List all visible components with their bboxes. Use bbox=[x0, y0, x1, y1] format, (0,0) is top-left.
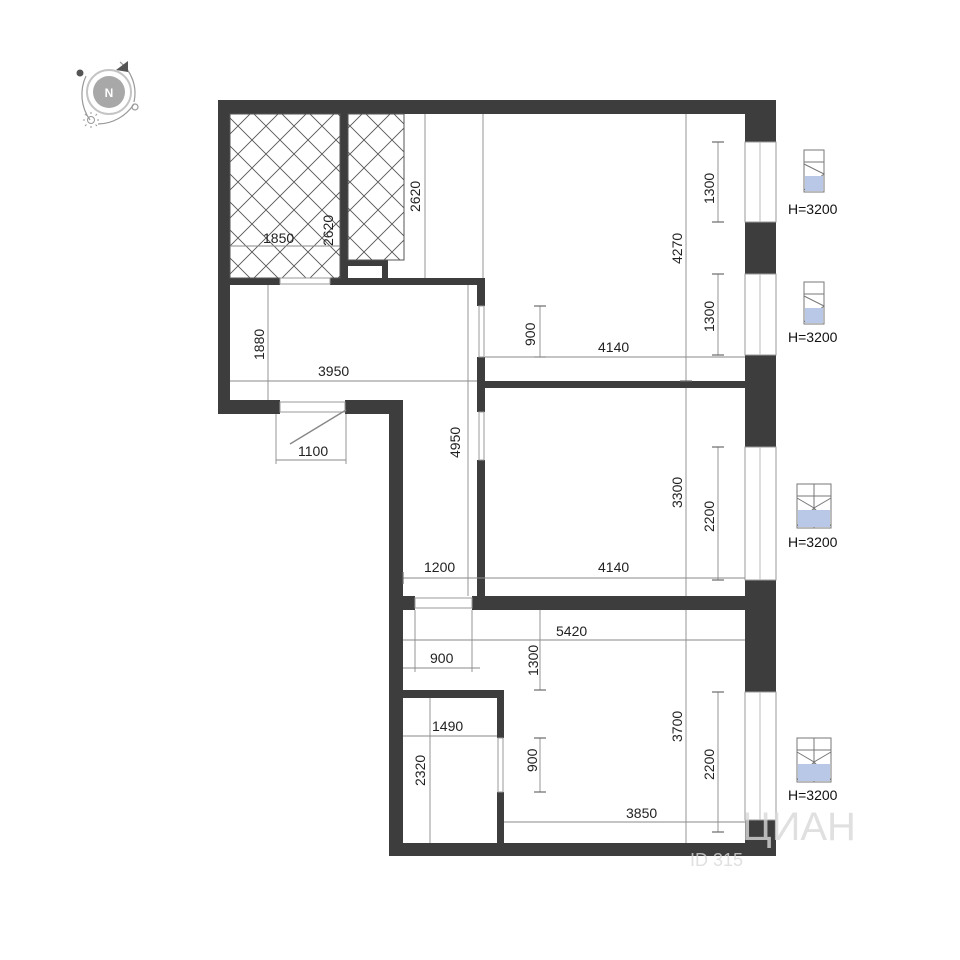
window-height-label: H=3200 bbox=[788, 201, 838, 217]
dim-room1-depth: 4270 bbox=[669, 233, 685, 264]
dim-corridor-length: 4950 bbox=[447, 427, 463, 458]
dim-hall-width: 3950 bbox=[318, 363, 349, 379]
windows bbox=[744, 141, 777, 821]
compass-icon: N bbox=[76, 61, 139, 128]
dim-room2-width: 4140 bbox=[598, 559, 629, 575]
dim-room2-win: 2200 bbox=[701, 501, 717, 532]
window-type-icon-3 bbox=[796, 483, 832, 529]
dimension-lines bbox=[230, 114, 745, 843]
dim-room1-win-bottom: 1300 bbox=[701, 301, 717, 332]
dim-kitchen-door: 900 bbox=[430, 650, 454, 666]
dim-corridor-width: 1200 bbox=[424, 559, 455, 575]
compass-letter: N bbox=[105, 86, 114, 100]
dim-entrance-door: 1100 bbox=[298, 443, 328, 459]
dim-hall-depth: 1880 bbox=[251, 329, 267, 360]
window-height-labels: H=3200 H=3200 H=3200 H=3200 bbox=[788, 201, 838, 803]
window-height-label: H=3200 bbox=[788, 787, 838, 803]
dim-wc-width: 1850 bbox=[263, 230, 294, 246]
dim-closet-door: 900 bbox=[524, 748, 540, 772]
dim-room1-door: 900 bbox=[522, 322, 538, 346]
walls bbox=[218, 100, 776, 856]
dim-closet-width: 1490 bbox=[432, 718, 463, 734]
watermark: ЦИАН ID 315 bbox=[690, 805, 856, 870]
dim-kitchen-depth: 3700 bbox=[669, 711, 685, 742]
dim-kitchen-gap: 1300 bbox=[525, 645, 541, 676]
window-type-icon-4 bbox=[796, 737, 832, 783]
watermark-id: ID 315 bbox=[690, 850, 743, 870]
dim-wc-depth: 2620 bbox=[320, 215, 336, 246]
dim-room1-win-top: 1300 bbox=[701, 173, 717, 204]
sun-icon bbox=[83, 112, 99, 128]
dim-bath-depth: 2620 bbox=[407, 181, 423, 212]
dim-kitchen-bottom-width: 3850 bbox=[626, 805, 657, 821]
doors bbox=[279, 277, 504, 793]
window-height-label: H=3200 bbox=[788, 534, 838, 550]
window-type-icon-2 bbox=[803, 281, 825, 325]
dim-kitchen-width: 5420 bbox=[556, 623, 587, 639]
wc-tile-zone bbox=[347, 113, 405, 261]
window-height-label: H=3200 bbox=[788, 329, 838, 345]
dim-room1-width: 4140 bbox=[598, 339, 629, 355]
dim-closet-depth: 2320 bbox=[412, 755, 428, 786]
bathroom-tile-zone bbox=[229, 113, 341, 279]
watermark-logo: ЦИАН bbox=[742, 805, 856, 849]
dim-room2-depth: 3300 bbox=[669, 477, 685, 508]
window-type-icon-1 bbox=[803, 149, 825, 193]
dimension-labels: 1850 2620 2620 4270 1300 1300 900 4140 1… bbox=[251, 173, 717, 821]
dim-kitchen-win: 2200 bbox=[701, 749, 717, 780]
